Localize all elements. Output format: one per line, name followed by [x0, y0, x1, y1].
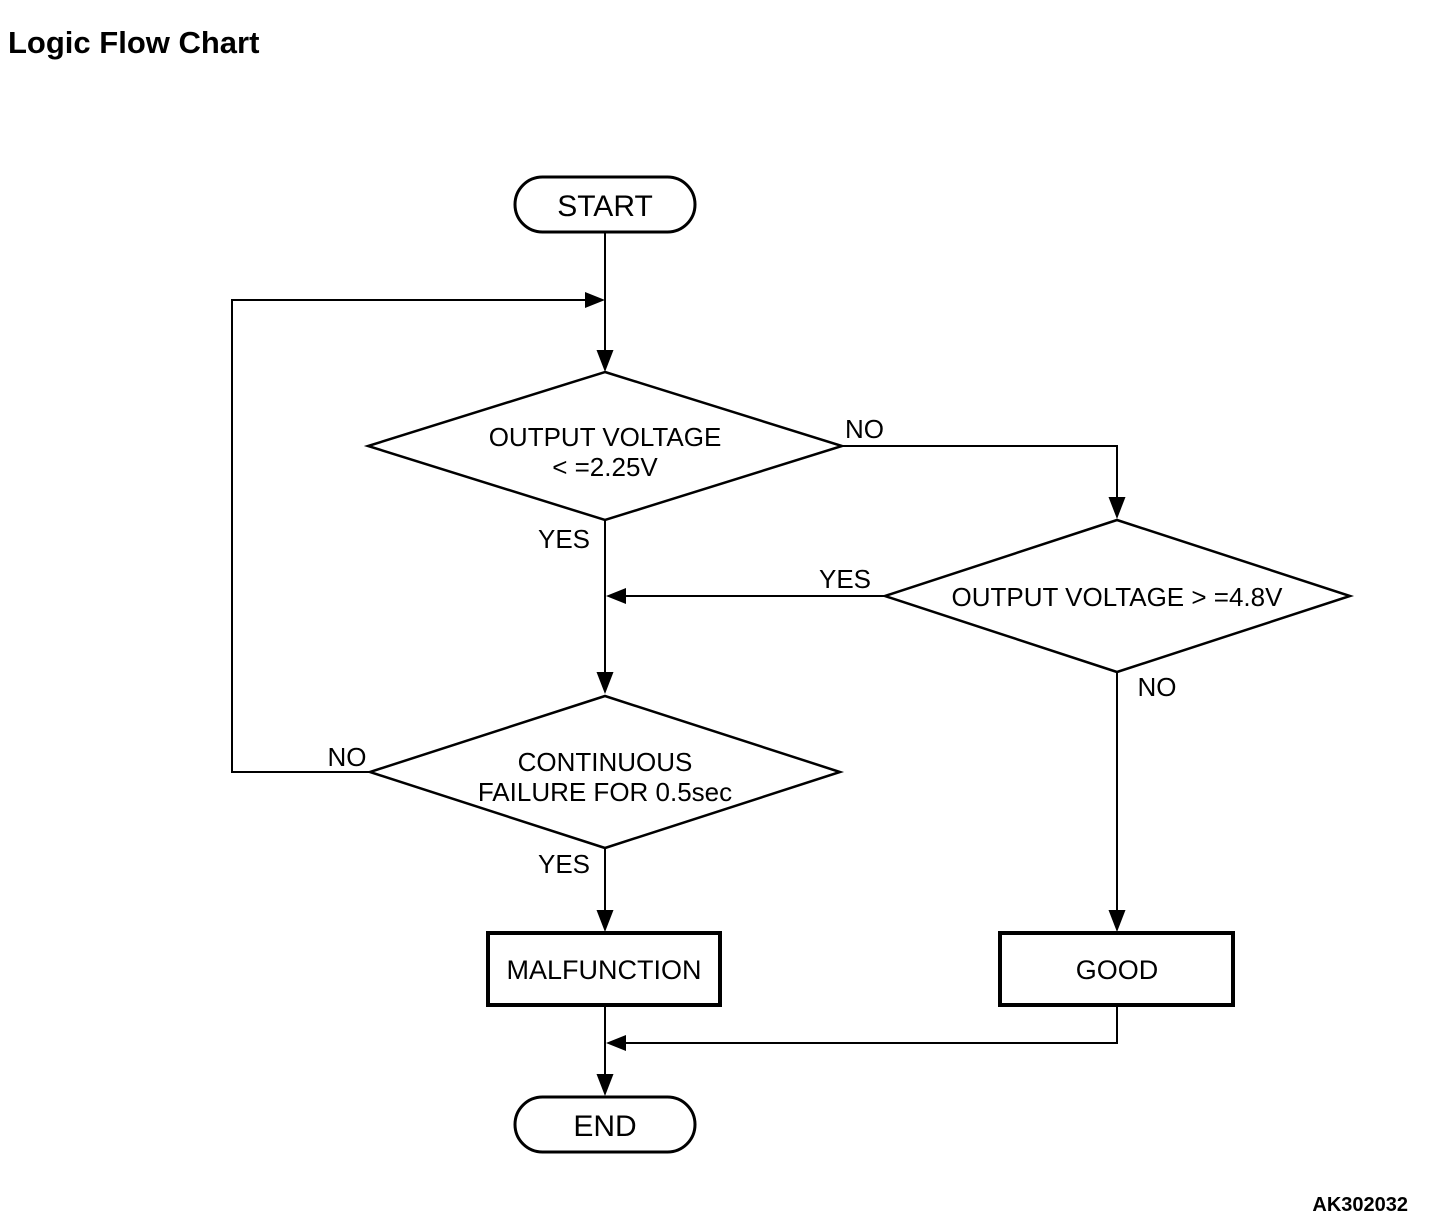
arrowhead-into-decision2: [1108, 497, 1126, 519]
figure-code: AK302032: [1312, 1194, 1408, 1216]
decision1-text-line2: < =2.25V: [552, 452, 658, 482]
edge-label-decision1-no: NO: [845, 414, 884, 444]
page-title: Logic Flow Chart: [8, 24, 260, 60]
arrowhead-into-malfunction: [596, 910, 614, 932]
malfunction-label: MALFUNCTION: [507, 955, 702, 985]
arrowhead-into-decision3: [596, 672, 614, 694]
edge-good-to-end-junction: [624, 1005, 1118, 1044]
edge-label-decision3-no: NO: [328, 742, 367, 772]
arrowheads: [585, 292, 1126, 1096]
decision3-text-line2: FAILURE FOR 0.5sec: [478, 777, 732, 807]
malfunction-process-shape: [486, 931, 722, 1007]
arrowhead-loopback-into-trunk: [585, 292, 605, 308]
node-good: GOOD: [998, 931, 1235, 1007]
edge-decision3-no-loopback: [231, 299, 586, 773]
arrowhead-into-end: [596, 1074, 614, 1096]
start-terminator-shape: [513, 175, 697, 234]
good-label: GOOD: [1076, 955, 1159, 985]
decision3-diamond-shape: [365, 694, 845, 850]
node-start: START: [513, 175, 697, 234]
decision1-diamond-shape: [363, 370, 847, 522]
decision1-text-line1: OUTPUT VOLTAGE: [489, 422, 722, 452]
edge-label-decision3-yes: YES: [538, 849, 590, 879]
decision2-diamond-shape: [880, 518, 1355, 674]
edge-label-decision2-no: NO: [1138, 672, 1177, 702]
arrowhead-decision2-yes-into-trunk: [606, 588, 626, 604]
nodes: START OUTPUT VOLTAGE < =2.25V OUTPUT VOL…: [363, 175, 1355, 1154]
node-decision-continuous-failure: CONTINUOUS FAILURE FOR 0.5sec: [365, 694, 845, 850]
edge-label-decision2-yes: YES: [819, 564, 871, 594]
decision3-text-line1: CONTINUOUS: [518, 747, 693, 777]
start-label: START: [557, 190, 653, 223]
decision2-text-line1: OUTPUT VOLTAGE > =4.8V: [952, 582, 1284, 612]
node-end: END: [513, 1095, 697, 1154]
arrowhead-into-good: [1108, 910, 1126, 932]
node-decision-output-voltage-low: OUTPUT VOLTAGE < =2.25V: [363, 370, 847, 522]
node-malfunction: MALFUNCTION: [486, 931, 722, 1007]
edge-labels: NO YES YES NO NO YES: [328, 414, 1177, 879]
good-process-shape: [998, 931, 1235, 1007]
end-label: END: [573, 1110, 636, 1143]
arrowhead-into-decision1: [596, 350, 614, 372]
arrowhead-good-into-trunk: [606, 1035, 626, 1051]
end-terminator-shape: [513, 1095, 697, 1154]
edge-decision1-no-to-decision2: [842, 445, 1118, 499]
edges: [231, 232, 1118, 1076]
edge-label-decision1-yes: YES: [538, 524, 590, 554]
node-decision-output-voltage-high: OUTPUT VOLTAGE > =4.8V: [880, 518, 1355, 674]
